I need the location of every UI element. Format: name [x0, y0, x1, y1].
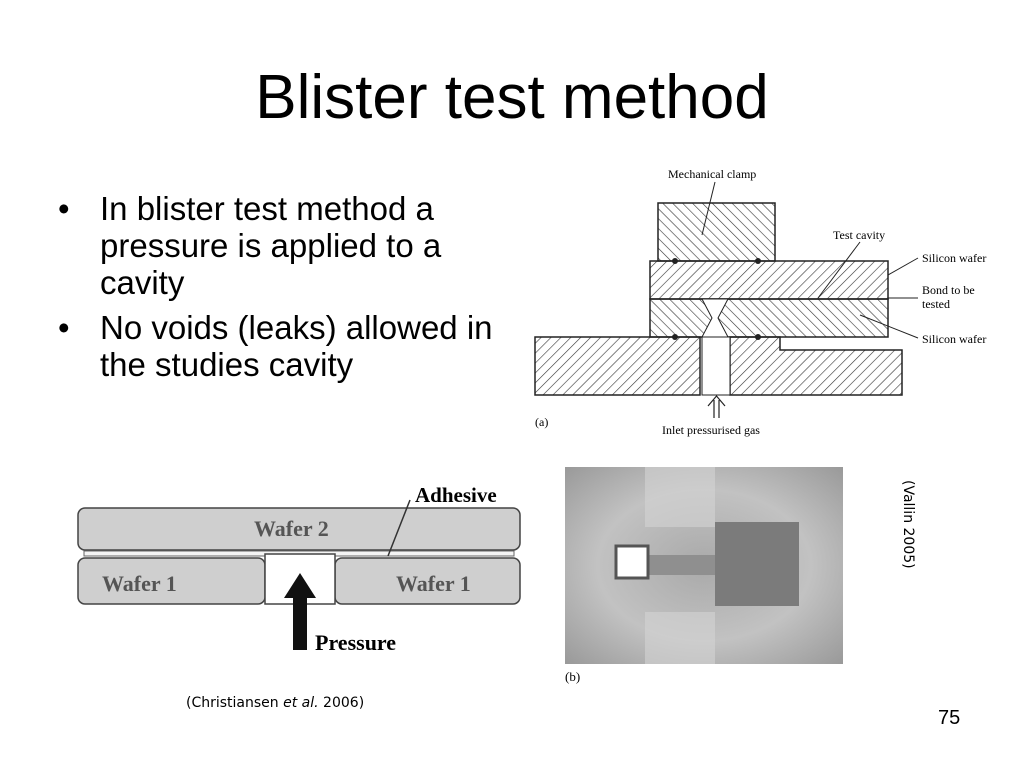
label-mechanical-clamp: Mechanical clamp — [668, 167, 756, 181]
label-panel-b: (b) — [565, 669, 580, 684]
bottom-wafer — [649, 298, 889, 338]
label-adhesive: Adhesive — [415, 483, 497, 507]
label-silicon-wafer-bottom: Silicon wafer — [922, 332, 986, 346]
bullet-item: • No voids (leaks) allowed in the studie… — [58, 309, 498, 397]
label-bond-line2: tested — [922, 297, 950, 311]
label-silicon-wafer-top: Silicon wafer — [922, 251, 986, 265]
photo-cavity-square — [614, 544, 650, 580]
label-wafer-1-right: Wafer 1 — [396, 571, 471, 596]
adhesive-leader — [387, 499, 411, 557]
inlet-hole — [701, 336, 731, 396]
label-bond-line1: Bond to be — [922, 283, 975, 297]
slide-title: Blister test method — [255, 63, 769, 132]
citation-christiansen: (Christiansen et al. 2006) — [186, 694, 364, 712]
label-wafer-2: Wafer 2 — [254, 516, 329, 541]
base-plate — [534, 336, 701, 396]
bullet-item: • In blister test method a pressure is a… — [58, 190, 498, 301]
bullet-text: In blister test method a pressure is app… — [100, 190, 442, 301]
top-wafer — [649, 260, 889, 300]
wafer-2-bar — [77, 507, 521, 551]
label-inlet-gas: Inlet pressurised gas — [662, 423, 760, 437]
bullet-text: No voids (leaks) allowed in the studies … — [100, 309, 493, 383]
photo-channel — [648, 555, 718, 575]
adhesive-wafer-figure: Adhesive Wafer 2 Wafer 1 Wafer 1 Pressur… — [70, 478, 530, 660]
label-wafer-1-left: Wafer 1 — [102, 571, 177, 596]
citation-christiansen-prefix: (Christiansen — [186, 695, 284, 711]
blister-photo-figure: (b) — [530, 462, 860, 692]
mechanical-clamp — [657, 202, 776, 262]
bullet-dot: • — [58, 190, 70, 227]
photo-pad — [715, 522, 799, 606]
label-pressure: Pressure — [315, 630, 396, 655]
blister-schematic-figure: Mechanical clamp Test cavity Silicon waf… — [530, 160, 1000, 440]
bullet-list: • In blister test method a pressure is a… — [58, 190, 498, 405]
bullet-dot: • — [58, 309, 70, 346]
pressure-arrow — [284, 573, 316, 650]
label-panel-a: (a) — [535, 415, 548, 429]
label-test-cavity: Test cavity — [833, 228, 885, 242]
citation-christiansen-etal: et al. — [283, 695, 319, 711]
citation-christiansen-suffix: 2006) — [318, 695, 365, 711]
citation-vallin: (Vallin 2005) — [900, 480, 916, 569]
page-number: 75 — [938, 707, 961, 729]
base-plate-right — [729, 336, 903, 396]
